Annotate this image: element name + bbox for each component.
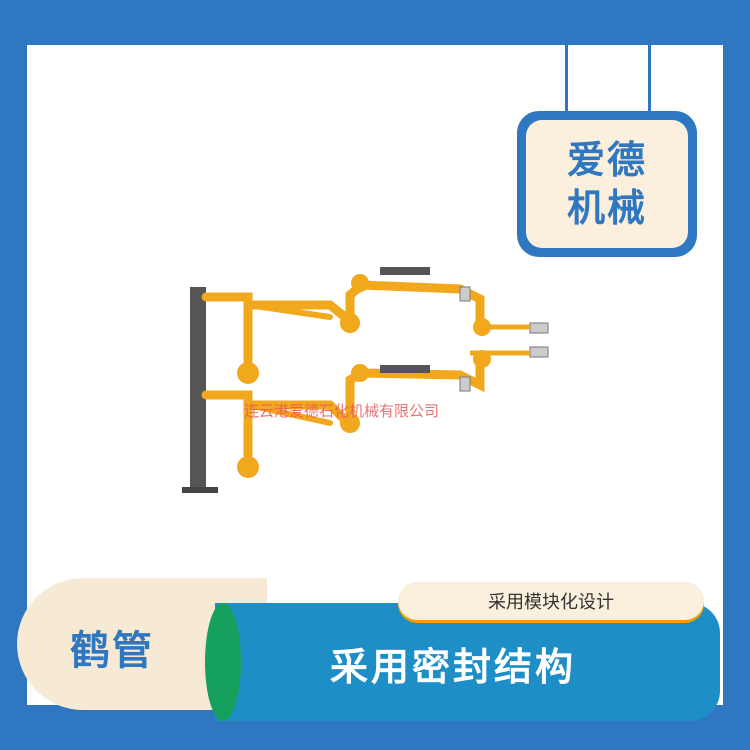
feature-bar — [215, 603, 720, 721]
column — [190, 287, 206, 491]
watermark-text: 连云港爱德石化机械有限公司 — [244, 402, 440, 420]
brand-card-inner: 爱德 机械 — [526, 120, 688, 248]
column-base — [182, 487, 218, 493]
loading-arm-icon — [182, 267, 549, 493]
swivel-joints — [237, 274, 491, 478]
brand-card: 爱德 机械 — [517, 111, 697, 257]
hanger-line-right — [648, 45, 651, 113]
cylinders — [380, 267, 430, 373]
brand-line-2: 机械 — [566, 186, 647, 230]
feature-pill: 采用模块化设计 — [398, 582, 704, 620]
brand-line-1: 爱德 — [566, 138, 647, 182]
hanger-line-left — [565, 45, 568, 113]
feature-bar-accent — [205, 603, 241, 721]
feature-main-text: 采用密封结构 — [330, 645, 577, 689]
feature-pill-text: 采用模块化设计 — [488, 592, 614, 613]
couplers — [459, 286, 549, 392]
product-title: 鹤管 — [70, 628, 154, 674]
nozzles — [470, 324, 530, 356]
